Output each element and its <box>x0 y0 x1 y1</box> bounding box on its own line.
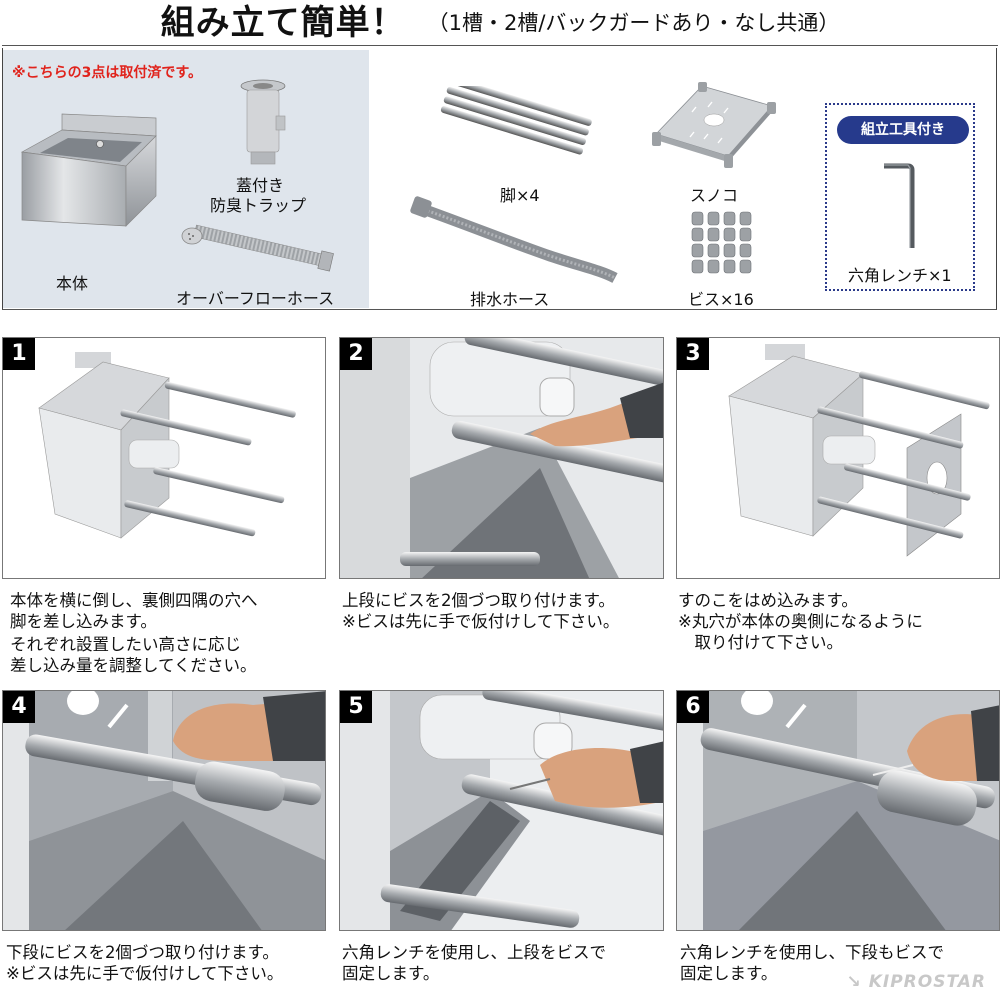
step-3-image: 3 <box>676 337 1000 579</box>
shelf-plate-icon <box>646 82 782 172</box>
step-3-badge: 3 <box>677 338 709 370</box>
step-1-image: 1 <box>2 337 326 579</box>
overflow-hose-icon <box>180 222 340 282</box>
page-subtitle: （1槽・2槽/バックガードあり・なし共通） <box>427 11 840 35</box>
step-6-image: 6 <box>676 690 1000 931</box>
step-4-description: 下段にビスを2個づつ取り付けます。 ※ビスは先に手で仮付けして下さい。 <box>6 943 284 983</box>
step-2-image: 2 <box>339 337 664 579</box>
step-1-badge: 1 <box>3 338 35 370</box>
step-2-badge: 2 <box>340 338 372 370</box>
step-4-badge: 4 <box>3 691 35 723</box>
preinstalled-note: ※こちらの3点は取付済です。 <box>12 65 202 81</box>
part-label-trap-1: 蓋付き <box>235 176 284 195</box>
legs-icon <box>432 86 602 162</box>
page-title: 組み立て簡単！ <box>160 3 406 43</box>
sink-body-icon <box>18 110 158 230</box>
step-5-image: 5 <box>339 690 664 931</box>
part-label-overflow-hose: オーバーフローホース <box>176 289 335 308</box>
step-2-description: 上段にビスを2個づつ取り付けます。 ※ビスは先に手で仮付けして下さい。 <box>342 591 620 631</box>
part-label-legs: 脚×4 <box>500 186 540 205</box>
tool-included-badge: 組立工具付き <box>837 116 969 144</box>
page-header: 組み立て簡単！ （1槽・2槽/バックガードあり・なし共通） <box>0 0 1000 46</box>
lower-screw-install-illustration <box>3 691 325 930</box>
part-label-screws: ビス×16 <box>688 290 754 309</box>
tool-label-hex-wrench: 六角レンチ×1 <box>848 266 952 285</box>
parts-overview <box>2 48 997 310</box>
part-label-shelf: スノコ <box>690 186 739 205</box>
part-label-trap-2: 防臭トラップ <box>210 196 307 215</box>
upper-screw-install-illustration <box>340 338 663 578</box>
sink-with-legs-illustration <box>38 352 296 539</box>
step-5-badge: 5 <box>340 691 372 723</box>
tool-box <box>825 103 975 291</box>
odor-trap-icon <box>238 78 288 168</box>
header-divider <box>2 45 998 46</box>
shelf-install-illustration <box>728 344 990 557</box>
step-6-badge: 6 <box>677 691 709 723</box>
logo-mark-icon: ↘ <box>846 972 862 992</box>
step-1-description: 本体を横に倒し、裏側四隅の穴へ 脚を差し込みます。 それぞれ設置したい高さに応じ… <box>10 591 258 675</box>
step-6-description: 六角レンチを使用し、下段もビスで 固定します。 <box>680 943 944 983</box>
hex-wrench-icon <box>880 160 920 252</box>
part-label-body: 本体 <box>56 274 89 293</box>
brand-logo: ↘ KIPROSTAR <box>846 972 986 992</box>
step-4-image: 4 <box>2 690 326 931</box>
step-3-description: すのこをはめ込みます。 ※丸穴が本体の奥側になるように 取り付けて下さい。 <box>678 591 923 652</box>
upper-screw-tighten-illustration <box>340 691 663 930</box>
drain-hose-icon <box>410 192 625 284</box>
lower-screw-tighten-illustration <box>677 691 999 930</box>
step-5-description: 六角レンチを使用し、上段をビスで 固定します。 <box>342 943 606 983</box>
part-label-drain-hose: 排水ホース <box>470 290 550 309</box>
screws-icon <box>690 210 754 276</box>
